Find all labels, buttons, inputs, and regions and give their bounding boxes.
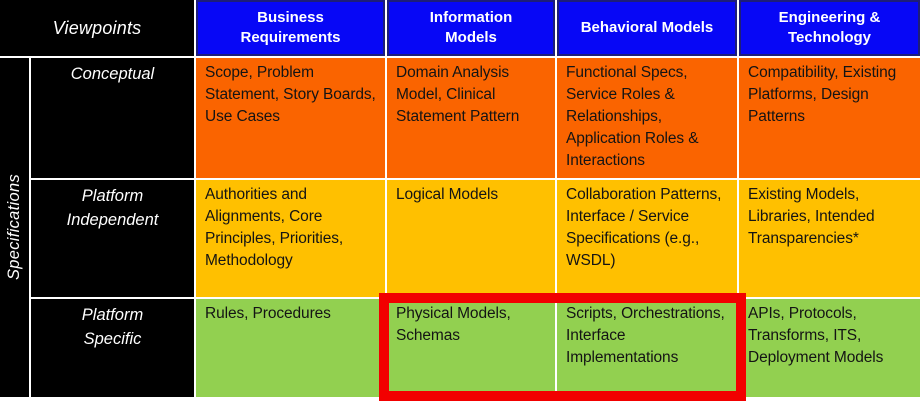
viewpoints-corner-header: Viewpoints: [0, 0, 194, 56]
row-label-conceptual: Conceptual: [31, 58, 194, 178]
column-header-behavioral-models: Behavioral Models: [557, 0, 737, 56]
specifications-side-panel: Specifications: [0, 58, 29, 397]
cell-platform-independent-engineering-technology: Existing Models, Libraries, Intended Tra…: [739, 180, 920, 297]
column-header-engineering-technology: Engineering & Technology: [739, 0, 920, 56]
cell-platform-independent-business-requirements: Authorities and Alignments, Core Princip…: [196, 180, 385, 297]
row-label-platform-independent: Platform Independent: [31, 180, 194, 297]
column-header-information-models: Information Models: [387, 0, 555, 56]
cell-platform-specific-engineering-technology: APIs, Protocols, Transforms, ITS, Deploy…: [739, 299, 920, 397]
cell-conceptual-business-requirements: Scope, Problem Statement, Story Boards, …: [196, 58, 385, 178]
cell-platform-specific-information-models: Physical Models, Schemas: [387, 299, 555, 397]
cell-platform-independent-behavioral-models: Collaboration Patterns, Interface / Serv…: [557, 180, 737, 297]
cell-platform-independent-information-models: Logical Models: [387, 180, 555, 297]
cell-platform-specific-business-requirements: Rules, Procedures: [196, 299, 385, 397]
specifications-vertical-label: Specifications: [5, 174, 23, 281]
row-label-platform-specific: Platform Specific: [31, 299, 194, 397]
cell-conceptual-information-models: Domain Analysis Model, Clinical Statemen…: [387, 58, 555, 178]
cell-conceptual-behavioral-models: Functional Specs, Service Roles & Relati…: [557, 58, 737, 178]
cell-conceptual-engineering-technology: Compatibility, Existing Platforms, Desig…: [739, 58, 920, 178]
cell-platform-specific-behavioral-models: Scripts, Orchestrations, Interface Imple…: [557, 299, 737, 397]
column-header-business-requirements: Business Requirements: [196, 0, 385, 56]
